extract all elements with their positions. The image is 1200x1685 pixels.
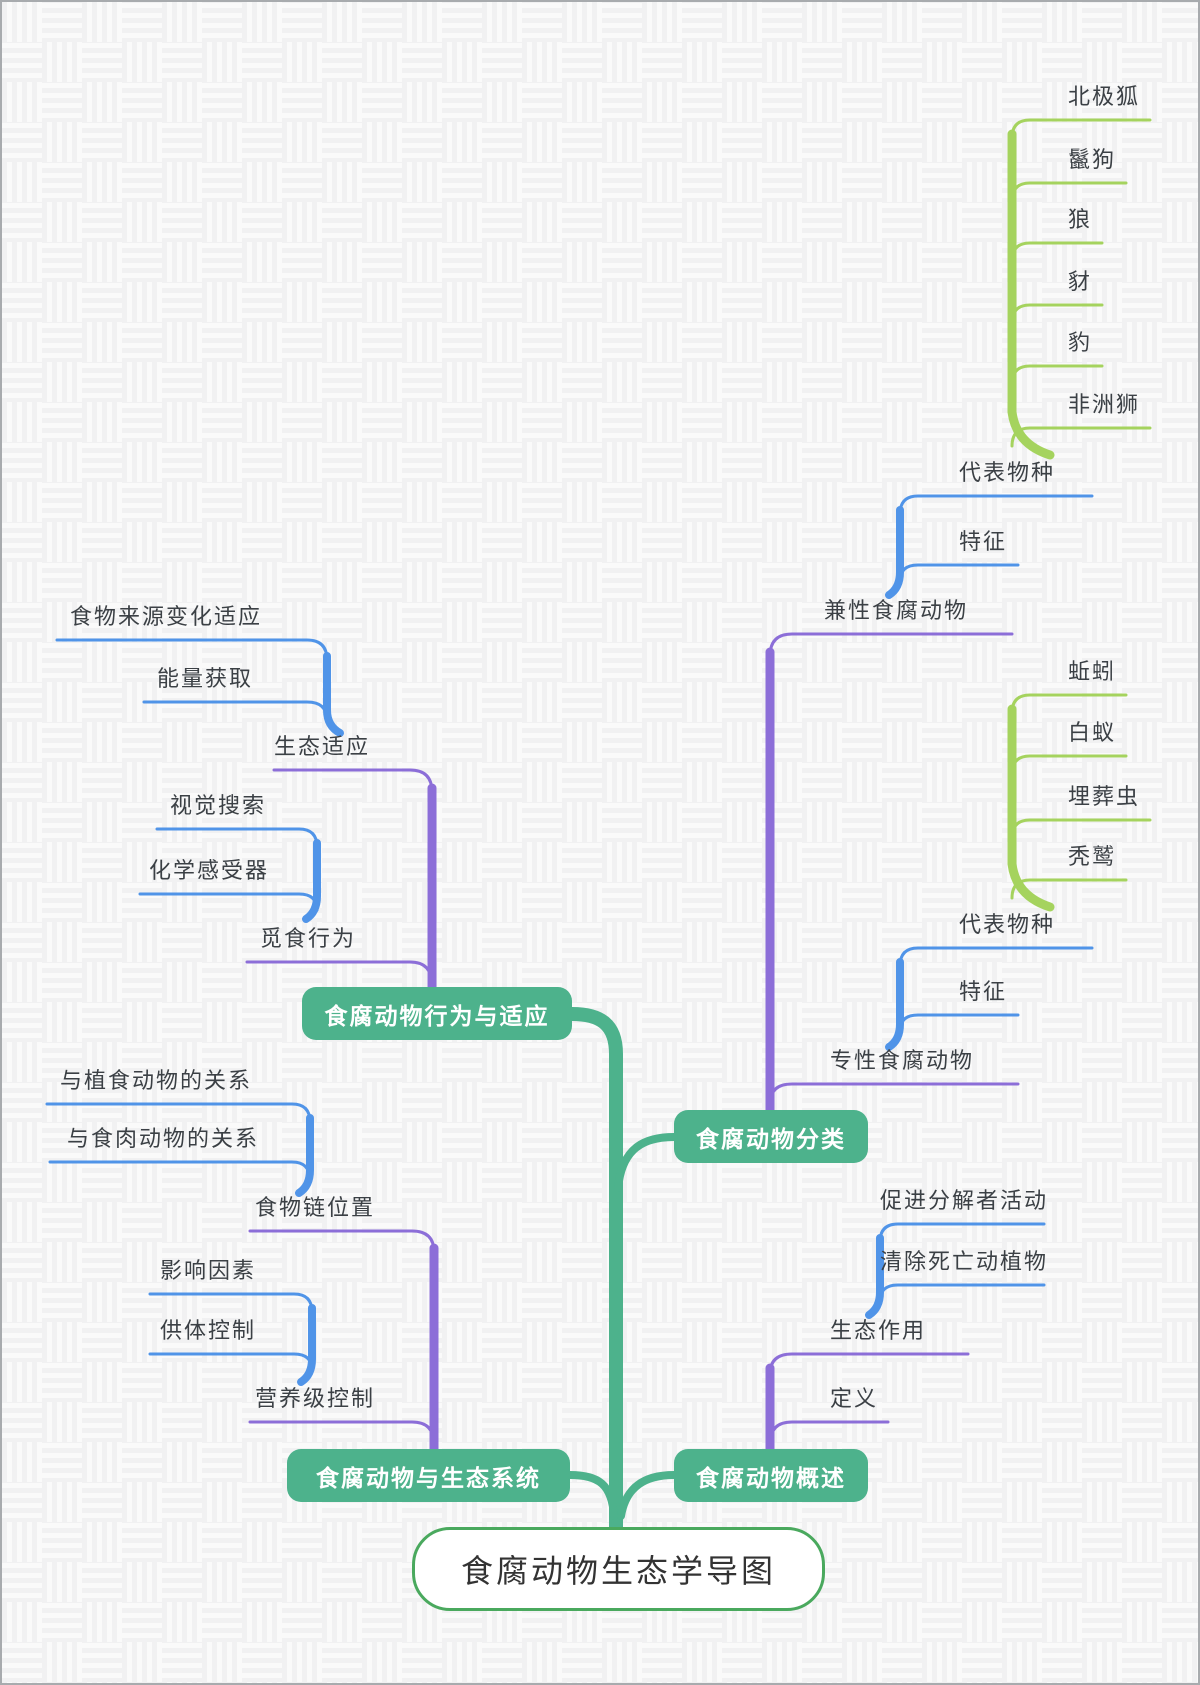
node-visual-search[interactable]: 视觉搜索 <box>170 793 267 818</box>
link-classification <box>614 1133 678 1192</box>
underline-energy-acquisition <box>142 700 329 722</box>
trunk-ecological-role <box>865 1234 884 1319</box>
link-ecosystem <box>566 1471 618 1520</box>
node-facultative-species[interactable]: 代表物种 <box>959 460 1056 485</box>
blue-branch-lines <box>45 494 1094 1386</box>
underline-donor-control <box>148 1352 314 1372</box>
underline-ecological-role <box>768 1352 970 1376</box>
node-wolf[interactable]: 狼 <box>1068 207 1093 232</box>
underline-arctic-fox <box>1010 118 1152 140</box>
link-overview <box>617 1471 678 1520</box>
node-herbivore-relation[interactable]: 与植食动物的关系 <box>60 1068 253 1093</box>
node-african-lion[interactable]: 非洲狮 <box>1068 392 1141 417</box>
underline-ecological-adaptation <box>272 768 434 794</box>
underline-vulture <box>1010 878 1128 900</box>
node-obligate-traits[interactable]: 特征 <box>959 979 1008 1004</box>
trunk-obligate-species <box>1007 704 1055 912</box>
node-promote-decomposers[interactable]: 促进分解者活动 <box>880 1188 1049 1213</box>
node-burying-beetle[interactable]: 埋葬虫 <box>1068 784 1141 809</box>
node-facultative-traits[interactable]: 特征 <box>959 529 1008 554</box>
node-food-chain-position[interactable]: 食物链位置 <box>255 1195 376 1220</box>
trunk-food-chain-position <box>295 1114 314 1197</box>
trunk-facultative <box>885 506 904 599</box>
underline-chemoreceptor <box>138 892 319 912</box>
trunk-ecological-adaptation <box>323 652 344 737</box>
trunk-center <box>565 1007 623 1537</box>
underline-obligate <box>768 1082 1020 1106</box>
node-ecological-adaptation[interactable]: 生态适应 <box>274 734 371 759</box>
underline-african-lion <box>1010 426 1152 448</box>
underline-obligate-traits <box>898 1013 1020 1033</box>
trunk-facultative-species <box>1007 129 1055 460</box>
node-influencing-factors[interactable]: 影响因素 <box>160 1258 257 1283</box>
branch-box-classification[interactable]: 食腐动物分类 <box>674 1110 868 1163</box>
node-carnivore-relation[interactable]: 与食肉动物的关系 <box>67 1126 260 1151</box>
node-energy-acquisition[interactable]: 能量获取 <box>157 666 254 691</box>
underline-obligate-species <box>898 946 1094 968</box>
underline-earthworm <box>1010 693 1128 715</box>
node-ecological-role[interactable]: 生态作用 <box>830 1318 927 1343</box>
node-termite[interactable]: 白蚁 <box>1068 720 1117 745</box>
node-donor-control[interactable]: 供体控制 <box>160 1318 257 1343</box>
underline-facultative-species <box>898 494 1094 516</box>
node-definition[interactable]: 定义 <box>830 1386 879 1411</box>
trunk-foraging <box>302 839 321 923</box>
underline-carnivore-relation <box>48 1160 312 1182</box>
node-trophic-control[interactable]: 营养级控制 <box>255 1386 376 1411</box>
node-obligate-species[interactable]: 代表物种 <box>959 912 1056 937</box>
underline-termite <box>1010 754 1128 776</box>
root-node[interactable]: 食腐动物生态学导图 <box>412 1527 825 1611</box>
branch-box-overview[interactable]: 食腐动物概述 <box>674 1449 868 1502</box>
underline-food-chain-position <box>248 1229 436 1254</box>
node-obligate-scavenger[interactable]: 专性食腐动物 <box>830 1048 975 1073</box>
underline-herbivore-relation <box>45 1102 312 1124</box>
node-arctic-fox[interactable]: 北极狐 <box>1068 84 1141 109</box>
node-facultative-scavenger[interactable]: 兼性食腐动物 <box>824 598 969 623</box>
node-leopard[interactable]: 豹 <box>1068 330 1093 355</box>
underline-leopard <box>1010 364 1104 386</box>
node-remove-dead[interactable]: 清除死亡动植物 <box>880 1249 1049 1274</box>
underline-burying-beetle <box>1010 818 1152 840</box>
underline-hyena <box>1010 181 1128 203</box>
trunk-trophic-control <box>297 1304 316 1386</box>
node-hyena[interactable]: 鬣狗 <box>1068 147 1117 172</box>
node-foraging-behavior[interactable]: 觅食行为 <box>260 926 357 951</box>
node-earthworm[interactable]: 蚯蚓 <box>1068 659 1117 684</box>
underline-influencing-factors <box>148 1292 314 1314</box>
node-dhole[interactable]: 豺 <box>1068 269 1093 294</box>
underline-wolf <box>1010 241 1104 263</box>
trunk-obligate <box>885 958 904 1051</box>
green-branch-lines <box>1007 118 1152 912</box>
node-chemoreceptor[interactable]: 化学感受器 <box>149 858 270 883</box>
underline-food-source-adaptation <box>55 638 329 662</box>
underline-trophic-control <box>248 1420 436 1446</box>
purple-branch-lines <box>245 632 1020 1455</box>
branch-box-ecosystem[interactable]: 食腐动物与生态系统 <box>287 1449 570 1502</box>
underline-promote-decomposers <box>878 1222 1046 1244</box>
underline-visual-search <box>155 827 319 849</box>
underline-facultative <box>768 632 1014 658</box>
underline-facultative-traits <box>898 563 1020 583</box>
node-food-source-adaptation[interactable]: 食物来源变化适应 <box>70 604 263 629</box>
node-vulture[interactable]: 秃鹫 <box>1068 844 1117 869</box>
underline-dhole <box>1010 303 1104 325</box>
branch-box-behavior-adaptation[interactable]: 食腐动物行为与适应 <box>302 987 572 1040</box>
underline-definition <box>768 1420 890 1446</box>
underline-remove-dead <box>878 1283 1046 1303</box>
teal-branch-lines <box>565 1007 678 1537</box>
underline-foraging <box>245 960 434 987</box>
